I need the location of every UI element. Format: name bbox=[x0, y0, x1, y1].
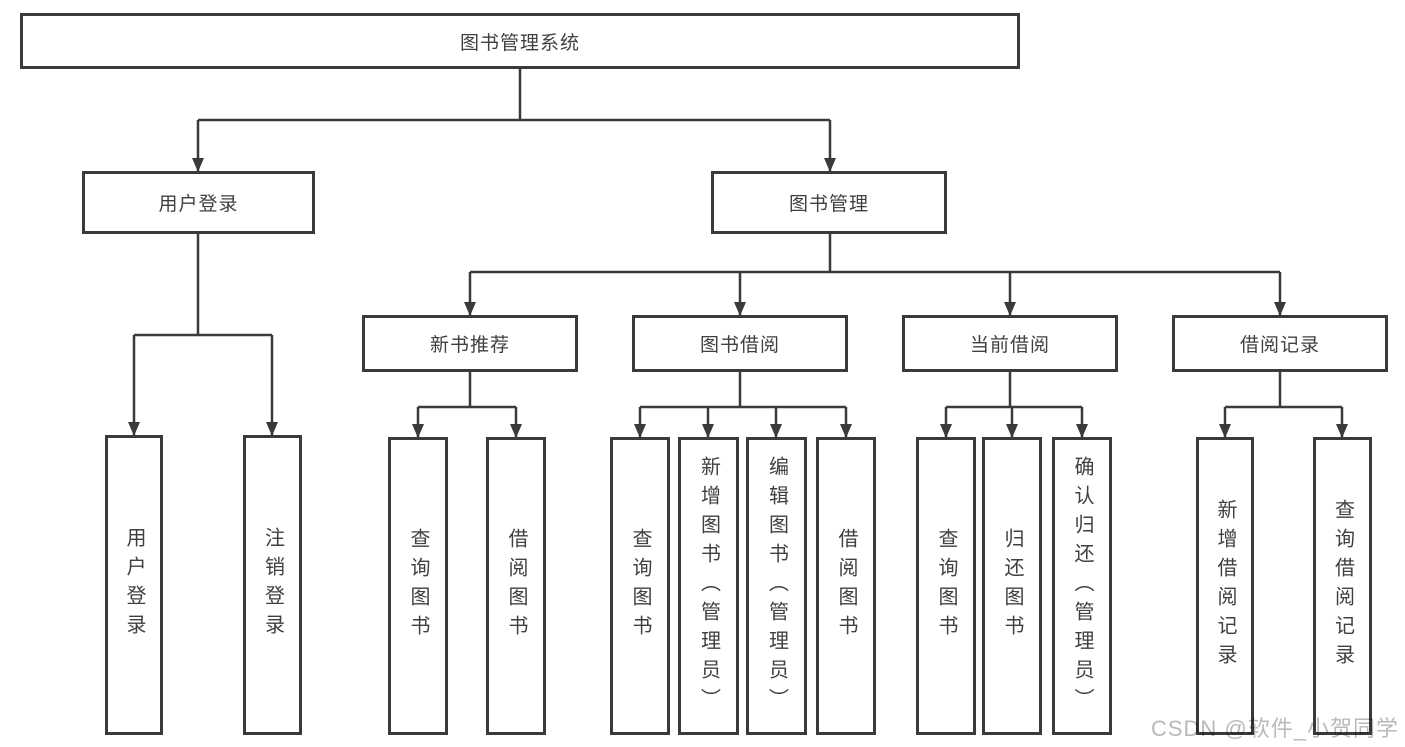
leaf-borrow-books: 借阅图书 bbox=[816, 437, 876, 735]
leaf-label: 查询图书 bbox=[407, 528, 429, 644]
leaf-label: 注销登录 bbox=[261, 527, 284, 643]
leaf-query-books: 查询图书 bbox=[916, 437, 976, 735]
leaf-label: 新增图书（管理员） bbox=[697, 455, 720, 717]
leaf-borrow-books: 借阅图书 bbox=[486, 437, 546, 735]
leaf-label: 归还图书 bbox=[1001, 528, 1023, 644]
leaf-label: 借阅图书 bbox=[835, 528, 857, 644]
leaf-logout: 注销登录 bbox=[243, 435, 302, 735]
leaf-label: 借阅图书 bbox=[505, 528, 527, 644]
node-user-login: 用户登录 bbox=[82, 171, 315, 234]
leaf-user-login: 用户登录 bbox=[105, 435, 163, 735]
leaf-add-borrow-record: 新增借阅记录 bbox=[1196, 437, 1254, 735]
node-library-management-system: 图书管理系统 bbox=[20, 13, 1020, 69]
leaf-edit-book-admin: 编辑图书（管理员） bbox=[746, 437, 807, 735]
leaf-confirm-return-admin: 确认归还（管理员） bbox=[1052, 437, 1112, 735]
leaf-query-books: 查询图书 bbox=[388, 437, 448, 735]
leaf-label: 新增借阅记录 bbox=[1214, 499, 1236, 673]
leaf-add-book-admin: 新增图书（管理员） bbox=[678, 437, 739, 735]
leaf-label: 查询借阅记录 bbox=[1331, 499, 1354, 673]
leaf-query-books: 查询图书 bbox=[610, 437, 670, 735]
csdn-watermark: CSDN @软件_小贺同学 bbox=[1150, 716, 1399, 741]
node-book-borrowing: 图书借阅 bbox=[632, 315, 848, 372]
leaf-label: 查询图书 bbox=[935, 528, 957, 644]
node-book-management: 图书管理 bbox=[711, 171, 947, 234]
leaf-return-books: 归还图书 bbox=[982, 437, 1042, 735]
leaf-label: 确认归还（管理员） bbox=[1071, 455, 1093, 717]
leaf-label: 查询图书 bbox=[629, 528, 651, 644]
leaf-query-borrow-record: 查询借阅记录 bbox=[1313, 437, 1372, 735]
node-borrowing-records: 借阅记录 bbox=[1172, 315, 1388, 372]
node-current-borrowing: 当前借阅 bbox=[902, 315, 1118, 372]
leaf-label: 用户登录 bbox=[123, 527, 145, 643]
leaf-label: 编辑图书（管理员） bbox=[765, 455, 788, 717]
node-new-book-recommendation: 新书推荐 bbox=[362, 315, 578, 372]
